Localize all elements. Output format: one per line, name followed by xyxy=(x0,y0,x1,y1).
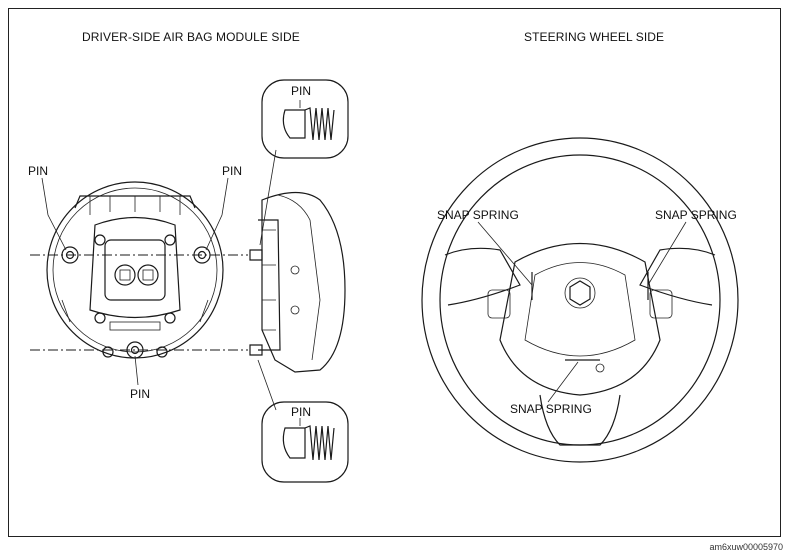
pin-detail-top xyxy=(259,79,349,246)
label-pin-left: PIN xyxy=(28,164,49,178)
airbag-module-front xyxy=(46,181,224,359)
steering-wheel xyxy=(421,137,739,463)
pin-right-leader xyxy=(205,177,229,251)
pin-bottom-leader xyxy=(134,355,139,386)
label-pin-detail-bottom: PIN xyxy=(291,405,312,419)
label-pin-detail-top: PIN xyxy=(291,84,312,98)
snap-spring-bottom-leader xyxy=(547,361,579,403)
label-pin-bottom: PIN xyxy=(130,387,151,401)
snap-spring-left-leader xyxy=(477,221,533,286)
label-snap-spring-bottom: SNAP SPRING xyxy=(510,402,592,416)
label-pin-right: PIN xyxy=(222,164,243,178)
airbag-module-side xyxy=(249,191,346,373)
heading-steering-wheel-side: STEERING WHEEL SIDE xyxy=(524,30,665,44)
label-snap-spring-left: SNAP SPRING xyxy=(437,208,519,222)
pin-detail-bottom xyxy=(257,359,349,483)
heading-airbag-module-side: DRIVER-SIDE AIR BAG MODULE SIDE xyxy=(82,30,300,44)
snap-spring-right-leader xyxy=(647,221,687,286)
label-snap-spring-right: SNAP SPRING xyxy=(655,208,737,222)
diagram-frame xyxy=(8,8,781,537)
figure-code: am6xuw00005970 xyxy=(709,542,783,552)
pin-left-leader xyxy=(41,177,67,251)
